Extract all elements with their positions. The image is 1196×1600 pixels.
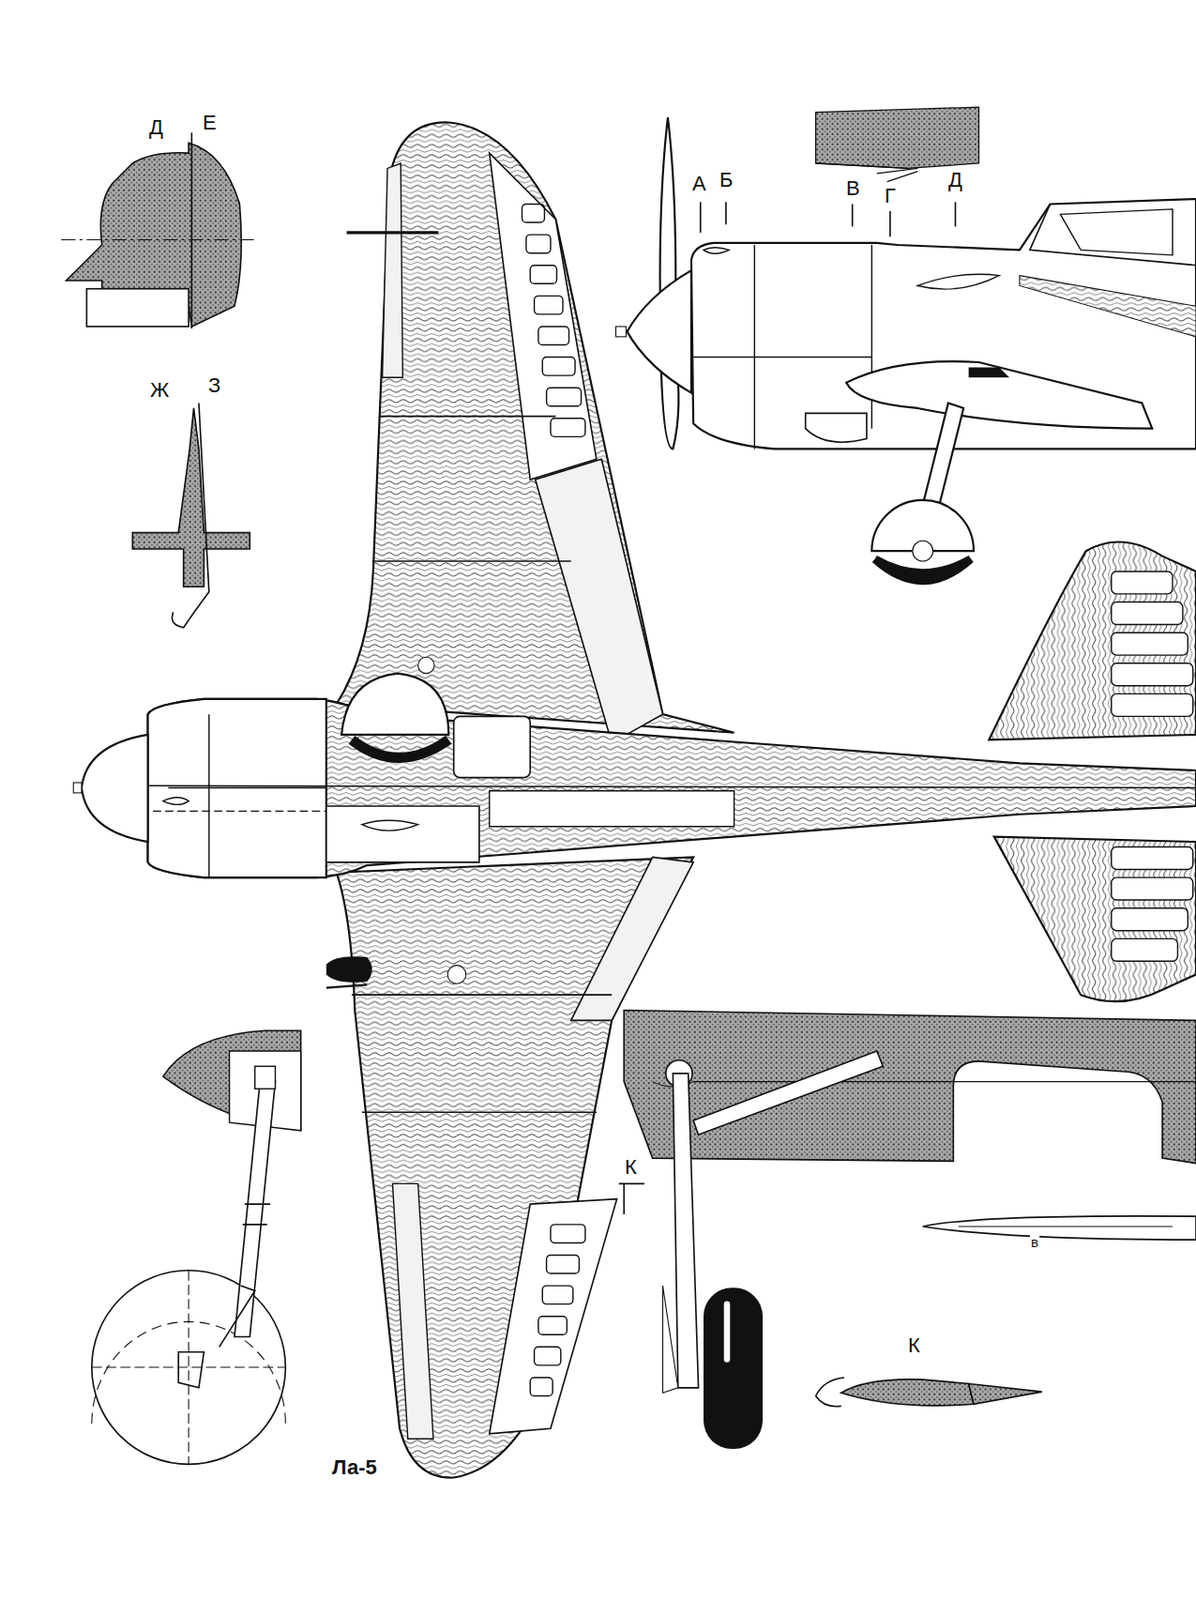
section-letter: Г bbox=[883, 185, 897, 207]
section-letter: в bbox=[1029, 1234, 1040, 1249]
section-letter: К bbox=[623, 1156, 638, 1178]
section-letter: З bbox=[207, 375, 222, 396]
section-letter: Б bbox=[718, 169, 734, 191]
section-letter: А bbox=[691, 173, 708, 195]
drawing-title: Ла-5 bbox=[331, 1456, 379, 1478]
section-letter: В bbox=[845, 178, 862, 199]
section-letter: Ж bbox=[149, 379, 170, 401]
section-letter: К bbox=[907, 1334, 922, 1356]
section-letter: Е bbox=[201, 112, 218, 134]
section-letter: Д bbox=[148, 117, 165, 138]
section-letter: Д bbox=[947, 169, 964, 191]
